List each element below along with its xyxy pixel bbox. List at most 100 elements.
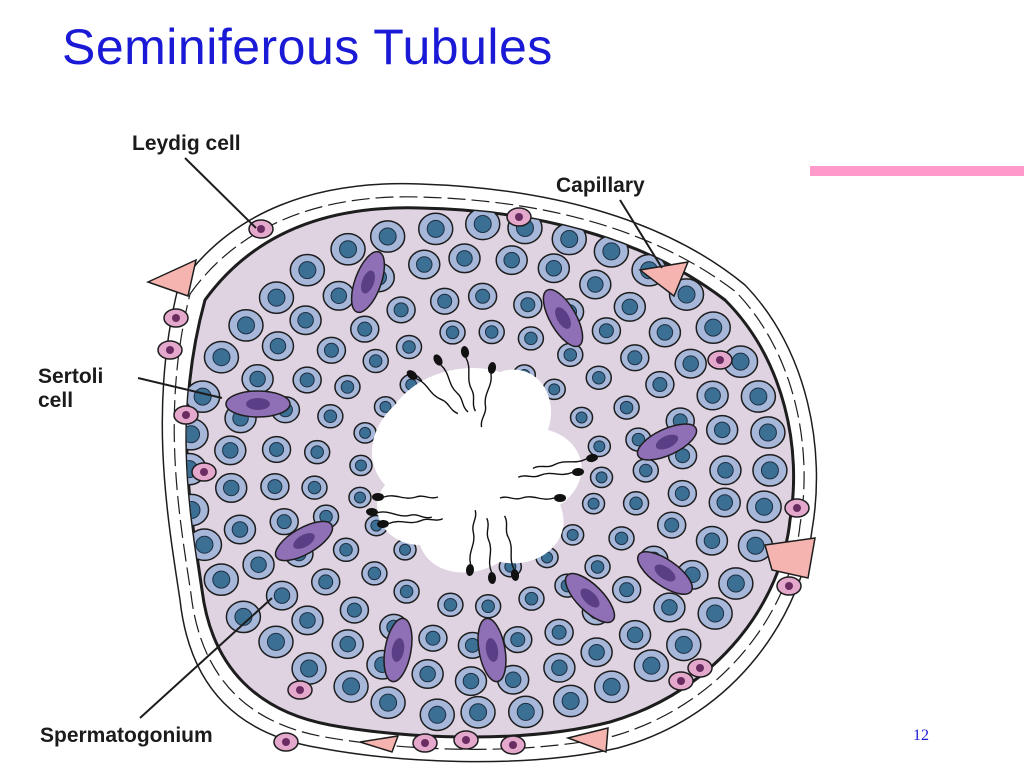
germ-cell [537,253,571,284]
germ-cell [560,523,585,546]
sertoli-cell [383,617,413,683]
germ-cell [454,666,488,697]
germ-cell [507,695,544,729]
germ-cell [513,291,543,319]
germ-cell-nucleus [266,632,285,651]
germ-cell [437,592,464,618]
germ-cell [666,628,702,662]
leydig-cell-nucleus [515,213,523,221]
capillary-label: Capillary [556,174,645,197]
capillary-group [145,258,816,754]
germ-cell [696,380,729,411]
germ-cell [613,291,647,322]
leydig-cell-nucleus [462,736,470,744]
germ-cell [332,537,360,563]
germ-cell-nucleus [249,370,266,388]
germ-cell-nucleus [378,227,397,246]
tubule-lumen [371,368,582,573]
germ-cell [395,334,423,360]
germ-cell [608,526,635,551]
sperm-tail [416,378,459,415]
germ-cell [708,487,742,518]
germ-cell [289,305,322,336]
sertoli-cell-nucleus [293,533,315,549]
leydig-cell-nucleus [696,664,704,672]
germ-cell-nucleus [353,491,366,504]
germ-cell-nucleus [590,560,605,574]
germ-cell [551,222,587,256]
germ-cell-nucleus [359,426,372,439]
sertoli-cell-nucleus [555,307,571,329]
germ-cell-nucleus [297,311,314,329]
page-number: 12 [913,727,929,744]
germ-cell-nucleus [631,432,646,447]
germ-cell-nucleus [307,480,322,495]
sperm-head [406,370,418,380]
germ-cell [370,686,406,720]
germ-cell [585,365,613,390]
germ-cell [581,492,606,515]
sertoli-cell-nucleus [391,638,405,662]
germ-cell [632,458,660,483]
leydig-cell-nucleus [282,738,290,746]
germ-cell [620,344,650,372]
germ-cell-nucleus [593,440,606,453]
interstitial-tissue [161,182,818,763]
slide-title: Seminiferous Tubules [62,19,553,75]
germ-cell [557,342,584,368]
germ-cell-nucleus [462,672,480,690]
germ-cell [439,320,466,345]
leydig-leader-line [184,157,257,229]
germ-cell [587,435,612,458]
leydig-cell-nucleus [166,346,174,354]
leydig-cell-nucleus [172,314,180,322]
germ-cell [301,475,328,500]
germ-cell [569,406,594,429]
germ-cell-nucleus [602,677,621,696]
germ-cell [265,580,299,611]
germ-cell-nucleus [661,599,678,616]
germ-cell-nucleus [484,325,499,339]
leydig-cell [784,498,810,518]
seminiferous-tubule-diagram: Leydig cell Capillary Sertoli cell Sperm… [38,132,818,763]
germ-cell-nucleus [346,602,362,618]
germ-cell-nucleus [276,514,292,530]
leydig-cell-nucleus [716,356,724,364]
germ-cell-nucleus [749,387,768,406]
sperm-tail [532,458,587,470]
germ-cell-nucleus [656,324,674,341]
spermatozoon [486,517,497,584]
germ-cell-nucleus [437,293,453,309]
germ-cell-nucleus [368,354,383,368]
leydig-cell-nucleus [677,677,685,685]
germ-cell-nucleus [222,442,239,459]
capillary-shape [565,727,609,754]
germ-cell [645,370,675,399]
germ-cell [349,454,373,477]
germ-cell-nucleus [674,635,693,654]
spermatozoon [372,493,439,501]
germ-cell [584,554,611,580]
germ-cell-nucleus [566,528,579,541]
sperm-tail [486,517,493,573]
germ-cell [611,576,642,604]
germ-cell-nucleus [588,644,605,661]
germ-cell [674,348,707,379]
capillary-shape [359,735,400,753]
sertoli-label-line1: Sertoli [38,365,103,388]
germ-cell [291,652,327,685]
sperm-head [510,569,520,581]
germ-cell [496,664,530,695]
germ-cell-nucleus [323,342,339,358]
germ-cell-nucleus [342,677,361,696]
sertoli-cell [225,390,291,418]
germ-cell-nucleus [416,256,433,273]
germ-cell-nucleus [299,372,315,388]
sperm-tail [517,471,573,478]
germ-cell [303,439,331,465]
germ-cell-nucleus [664,517,680,533]
germ-cell [579,269,612,300]
germ-cell-nucleus [193,387,212,406]
spermatozoon [406,370,459,415]
germ-cell [289,253,326,287]
